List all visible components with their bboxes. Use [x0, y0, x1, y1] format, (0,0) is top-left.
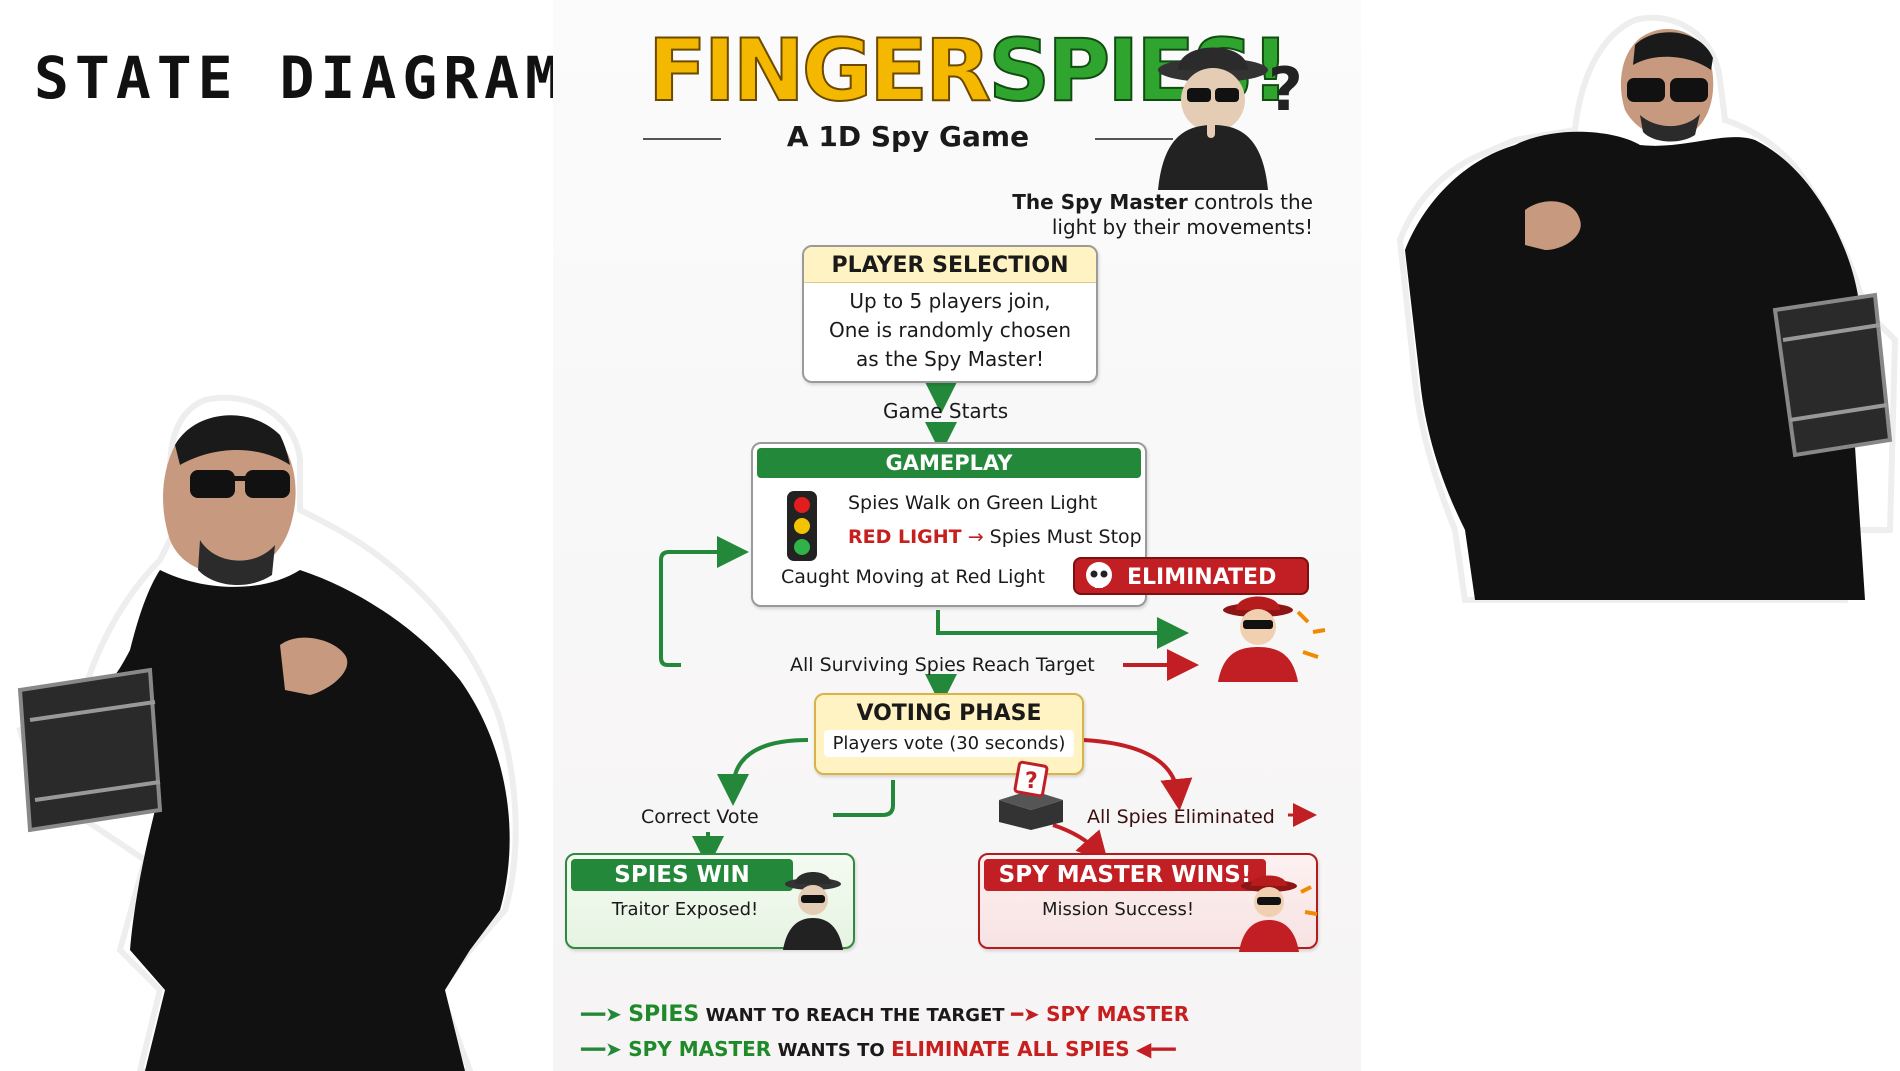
note-rest: controls the: [1187, 190, 1313, 214]
player-selection-line2: One is randomly chosen: [828, 318, 1072, 342]
game-subtitle: A 1D Spy Game: [643, 120, 1173, 153]
gameplay-title: GAMEPLAY: [757, 448, 1141, 478]
reach-target-label: All Surviving Spies Reach Target: [790, 654, 1095, 676]
voting-text: Players vote (30 seconds): [824, 730, 1074, 757]
traffic-light-icon: [787, 491, 817, 561]
red-arrow-icon: →: [967, 526, 984, 548]
spymaster-wins-title: SPY MASTER WINS!: [984, 859, 1266, 891]
title-question-mark: ?: [1268, 55, 1303, 125]
legend-spymaster-2: SPY MASTER: [628, 1037, 772, 1061]
arrow-voting-to-eliminated: [1082, 738, 1193, 811]
spy-person-right-image: [1396, 14, 1899, 603]
eliminated-label: ELIMINATED: [1127, 565, 1277, 590]
mystery-box-icon: ?: [999, 760, 1063, 830]
red-light-label: RED LIGHT: [848, 526, 962, 548]
player-selection-title: PLAYER SELECTION: [804, 247, 1096, 283]
red-light-rule: RED LIGHT → Spies Must Stop: [848, 526, 1142, 548]
arrow-voting-to-correct-2: [833, 780, 895, 817]
arrow-voting-to-correct: [717, 738, 809, 806]
arrow-loop-gameplay: [659, 536, 749, 667]
legend-red-arrow-1: ━➤: [1010, 1002, 1040, 1026]
spymaster-wins-text: Mission Success!: [1041, 899, 1195, 920]
voting-phase-box: VOTING PHASE Players vote (30 seconds): [814, 693, 1084, 775]
player-selection-line3: as the Spy Master!: [855, 347, 1045, 371]
gameplay-box: GAMEPLAY Spies Walk on Green Light RED L…: [751, 442, 1147, 607]
legend-green-arrow-1: ━━➤: [581, 1002, 622, 1026]
all-eliminated-label: All Spies Eliminated: [1087, 806, 1275, 828]
legend-red-arrow-2: ◀━━: [1136, 1037, 1176, 1061]
legend-want-target: WANT TO REACH THE TARGET: [705, 1005, 1005, 1026]
mystery-question: ?: [1025, 769, 1038, 794]
player-selection-line1: Up to 5 players join,: [849, 289, 1051, 313]
title-finger: FINGER: [647, 21, 992, 121]
legend-line-1: ━━➤ SPIES WANT TO REACH THE TARGET ━➤ SP…: [581, 1002, 1189, 1027]
spies-win-mascot-icon: [783, 872, 843, 950]
legend-eliminate: ELIMINATE ALL SPIES: [891, 1037, 1130, 1061]
spymaster-wins-mascot-icon: [1239, 875, 1318, 952]
note-line2: light by their movements!: [1051, 215, 1313, 239]
game-starts-label: Game Starts: [883, 399, 1009, 423]
legend-spymaster-1: SPY MASTER: [1046, 1002, 1190, 1026]
spies-win-text: Traitor Exposed!: [611, 899, 759, 920]
caught-moving-label: Caught Moving at Red Light: [781, 566, 1045, 588]
green-light-rule: Spies Walk on Green Light: [848, 492, 1098, 514]
state-diagram-heading: STATE DIAGRAM: [34, 44, 566, 112]
red-rule-text: Spies Must Stop: [989, 526, 1142, 548]
eliminated-badge: ELIMINATED: [1073, 557, 1309, 595]
note-bold: The Spy Master: [1012, 190, 1188, 214]
spy-person-left-image: [16, 394, 519, 1071]
arrow-gameplay-down: [936, 610, 1189, 649]
legend-wants-to: WANTS TO: [777, 1040, 885, 1061]
spy-mascot-icon: ?: [1158, 47, 1303, 190]
voting-title: VOTING PHASE: [856, 701, 1042, 726]
game-flow-poster: FINGERSPIES! ? A 1D Spy Game The Spy Mas…: [553, 0, 1361, 1071]
spies-win-title: SPIES WIN: [571, 859, 793, 891]
spymaster-note: The Spy Master controls the light by the…: [983, 190, 1313, 240]
correct-vote-label: Correct Vote: [641, 806, 759, 828]
legend-spies: SPIES: [628, 1002, 700, 1027]
skull-icon: [1086, 562, 1112, 588]
arrow-box-to-spymaster: [1052, 823, 1109, 864]
legend-line-2: ━━➤ SPY MASTER WANTS TO ELIMINATE ALL SP…: [581, 1037, 1176, 1061]
eliminated-spy-icon: [1218, 596, 1326, 682]
legend-green-arrow-2: ━━➤: [581, 1037, 622, 1061]
flow-arrows: [659, 382, 1317, 868]
player-selection-box: PLAYER SELECTION Up to 5 players join, O…: [802, 245, 1098, 383]
